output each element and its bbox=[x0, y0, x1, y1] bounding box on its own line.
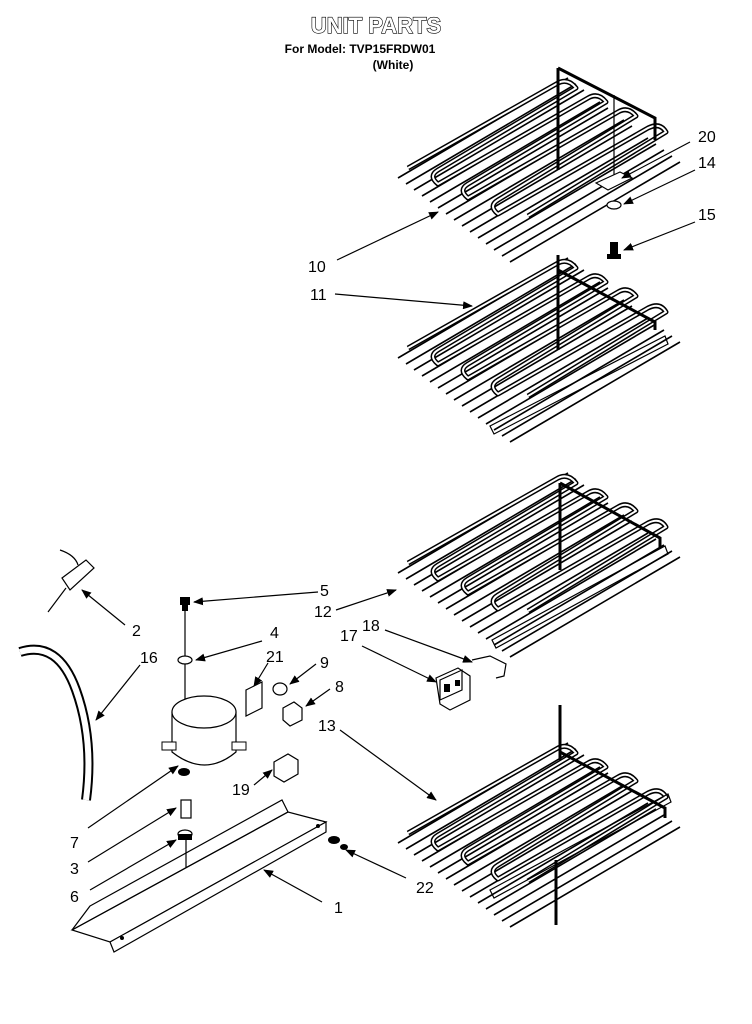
callout-17: 17 bbox=[340, 628, 358, 645]
evaporator-coil-10 bbox=[398, 66, 680, 262]
color-line: (White) bbox=[373, 58, 414, 72]
callout-16: 16 bbox=[140, 650, 158, 667]
callout-18: 18 bbox=[362, 618, 380, 635]
callout-labels: 1 2 3 4 5 6 7 8 9 10 11 12 13 14 15 16 1… bbox=[70, 129, 716, 917]
callout-12: 12 bbox=[314, 604, 332, 621]
filter-drier-2 bbox=[47, 549, 95, 613]
grommet-3 bbox=[177, 829, 193, 840]
relay-bracket-17 bbox=[435, 667, 471, 711]
callout-4: 4 bbox=[270, 625, 279, 642]
capacitor-19 bbox=[273, 753, 299, 783]
leader-lines bbox=[81, 141, 696, 903]
gasket-21 bbox=[245, 681, 263, 717]
callout-11: 11 bbox=[310, 287, 327, 304]
callout-9: 9 bbox=[320, 655, 329, 672]
callout-14: 14 bbox=[698, 155, 716, 172]
model-line: For Model: TVP15FRDW01 bbox=[285, 42, 436, 56]
evaporator-coil-13 bbox=[398, 705, 680, 927]
screw-5 bbox=[180, 597, 190, 611]
relay-8 bbox=[282, 701, 303, 727]
callout-19: 19 bbox=[232, 782, 250, 799]
callout-22: 22 bbox=[416, 880, 434, 897]
clip-18 bbox=[471, 655, 507, 679]
callout-6: 6 bbox=[70, 889, 79, 906]
washer-14 bbox=[606, 200, 622, 210]
page-title: UNIT PARTS bbox=[311, 13, 441, 38]
callout-2: 2 bbox=[132, 623, 141, 640]
washer-4 bbox=[177, 655, 193, 665]
callout-20: 20 bbox=[698, 129, 716, 146]
drain-hose-16 bbox=[18, 644, 94, 801]
callout-15: 15 bbox=[698, 207, 716, 224]
callout-8: 8 bbox=[335, 679, 344, 696]
evaporator-coil-12 bbox=[398, 473, 680, 657]
base-plate-1 bbox=[70, 799, 328, 953]
evaporator-coil-11 bbox=[398, 255, 680, 442]
compressor bbox=[161, 610, 247, 776]
overload-9 bbox=[272, 682, 288, 696]
callout-1: 1 bbox=[334, 900, 343, 917]
callout-13: 13 bbox=[318, 718, 336, 735]
callout-10: 10 bbox=[308, 259, 326, 276]
screw-22 bbox=[328, 836, 348, 850]
callout-7: 7 bbox=[70, 835, 79, 852]
screw-15 bbox=[607, 242, 621, 259]
callout-3: 3 bbox=[70, 861, 79, 878]
callout-21: 21 bbox=[266, 649, 284, 666]
spacer-7 bbox=[180, 799, 192, 819]
callout-5: 5 bbox=[320, 583, 329, 600]
